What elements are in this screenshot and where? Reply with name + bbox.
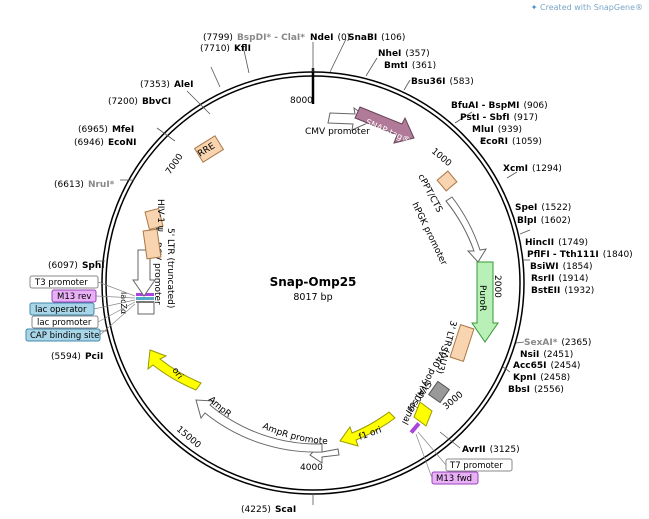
snapgene-logo-icon: ✦	[530, 3, 538, 12]
tick-4000: 4000	[300, 463, 323, 473]
ampr-arrow[interactable]	[195, 399, 323, 453]
site-spei[interactable]: SpeI(1522)	[515, 203, 571, 213]
site-xcmi[interactable]: XcmI(1294)	[503, 164, 562, 174]
site-sexai[interactable]: SexAI*(2365)	[524, 338, 591, 348]
tick-8000: 8000	[290, 96, 313, 106]
ori-arrow[interactable]	[147, 349, 202, 391]
ltr3-feature[interactable]	[449, 324, 475, 362]
site-bspdi-clai[interactable]: (7799)BspDI* - ClaI*	[203, 33, 305, 43]
site-avrii[interactable]: AvrII(3125)	[462, 445, 520, 455]
lac-promoter-box[interactable]: lac promoter	[31, 315, 99, 329]
hpgk-promoter-label: hPGK promoter	[409, 201, 448, 267]
site-nsii[interactable]: NsiI(2451)	[520, 350, 573, 360]
sv40-polya-feature[interactable]	[427, 380, 451, 404]
ltr5-label: 5' LTR (truncated)	[165, 228, 175, 308]
site-sphi[interactable]: (6097)SphI	[48, 261, 105, 271]
rsv-promoter-label: RSV promoter	[152, 242, 162, 305]
site-scai[interactable]: (4225)ScaI	[241, 505, 296, 515]
t7-promoter-box[interactable]: T7 promoter	[445, 458, 513, 472]
t3-promoter-box[interactable]: T3 promoter	[29, 275, 99, 289]
site-econi[interactable]: (6946)EcoNI	[74, 138, 136, 148]
m13-fwd-site	[409, 422, 421, 434]
svg-text:CAP binding site: CAP binding site	[30, 331, 99, 341]
site-nhei[interactable]: NheI(357)	[378, 49, 430, 59]
plasmid-name: Snap-Omp25	[270, 275, 357, 289]
site-mlui[interactable]: MluI(939)	[472, 125, 522, 135]
site-bsu36i[interactable]: Bsu36I(583)	[411, 77, 474, 87]
svg-text:T7 promoter: T7 promoter	[449, 461, 503, 471]
lac-operator-box[interactable]: lac operator	[29, 302, 95, 316]
tick-7000: 7000	[164, 152, 185, 177]
site-nrui[interactable]: (6613)NruI*	[54, 180, 115, 190]
primer-leaders-right	[415, 431, 447, 479]
tick-1000: 1000	[429, 147, 453, 170]
credit-text: Created with SnapGene®	[540, 3, 643, 12]
site-ecori[interactable]: EcoRI(1059)	[480, 137, 542, 147]
cppt-feature[interactable]	[436, 170, 458, 192]
puror-label: PuroR	[477, 285, 487, 311]
lacz-feature[interactable]	[137, 301, 155, 315]
ltr5-feature[interactable]	[142, 228, 162, 260]
site-bbsi[interactable]: BbsI(2556)	[508, 385, 564, 395]
f1-ori-arrow[interactable]	[339, 411, 396, 447]
site-bbvci[interactable]: (7200)BbvCI	[108, 97, 171, 107]
m13-rev-box[interactable]: M13 rev	[51, 289, 97, 303]
puror-arrow[interactable]	[471, 261, 499, 343]
tick-15000: 15000	[174, 425, 203, 451]
svg-text:lac operator: lac operator	[35, 305, 87, 315]
site-mfei[interactable]: (6965)MfeI	[78, 125, 134, 135]
cap-binding-site-box[interactable]: CAP binding site	[25, 328, 101, 342]
site-bsiwi[interactable]: BsiWI(1854)	[530, 262, 593, 272]
site-psti-sbfi[interactable]: PstI - SbfI(917)	[460, 113, 538, 123]
site-bmti[interactable]: BmtI(361)	[384, 61, 436, 71]
site-bfuai-bspmi[interactable]: BfuAI - BspMI(906)	[451, 101, 548, 111]
f1-ori-label: f1 ori	[358, 425, 383, 442]
site-snabi[interactable]: SnaBI(106)	[348, 33, 405, 43]
lac-operator-site	[136, 297, 154, 300]
snapgene-credit: ✦ Created with SnapGene®	[531, 3, 643, 12]
lac-promoter-site	[136, 301, 154, 303]
hpgk-promoter-arrow[interactable]	[445, 196, 488, 263]
m13-fwd-box[interactable]: M13 fwd	[431, 471, 479, 485]
site-pcii[interactable]: (5594)PciI	[51, 352, 103, 362]
site-kpni[interactable]: KpnI(2458)	[513, 373, 570, 383]
svg-text:T3 promoter: T3 promoter	[34, 278, 88, 288]
site-hincii[interactable]: HincII(1749)	[525, 238, 588, 248]
rre-feature[interactable]	[193, 135, 225, 163]
site-ndei[interactable]: NdeI(0)	[310, 33, 350, 43]
hiv-psi-label: HIV-1 ψ	[155, 199, 165, 232]
site-alei[interactable]: (7353)AleI	[140, 80, 193, 90]
plasmid-size: 8017 bp	[293, 292, 332, 303]
hiv-psi-feature[interactable]	[144, 207, 164, 231]
sv40-ori-feature[interactable]	[413, 401, 433, 427]
svg-text:M13 fwd: M13 fwd	[436, 474, 472, 484]
tick-2000: 2000	[492, 275, 502, 298]
site-acc65i[interactable]: Acc65I(2454)	[513, 361, 580, 371]
svg-text:lac promoter: lac promoter	[37, 318, 92, 328]
snap-tag-arrow[interactable]	[354, 106, 415, 144]
svg-text:M13 rev: M13 rev	[57, 292, 91, 302]
lacz-label: lacZα	[119, 292, 128, 314]
site-pflfi-tth111i[interactable]: PflFI - Tth111I(1840)	[527, 250, 633, 260]
primer-leaders-left	[93, 281, 136, 336]
site-rsrii[interactable]: RsrII(1914)	[531, 274, 588, 284]
site-blpi[interactable]: BlpI(1602)	[517, 216, 571, 226]
cmv-promoter-label: CMV promoter	[305, 127, 370, 137]
site-bsteii[interactable]: BstEII(1932)	[531, 286, 594, 296]
site-kfli[interactable]: (7710)KflI	[200, 44, 251, 54]
